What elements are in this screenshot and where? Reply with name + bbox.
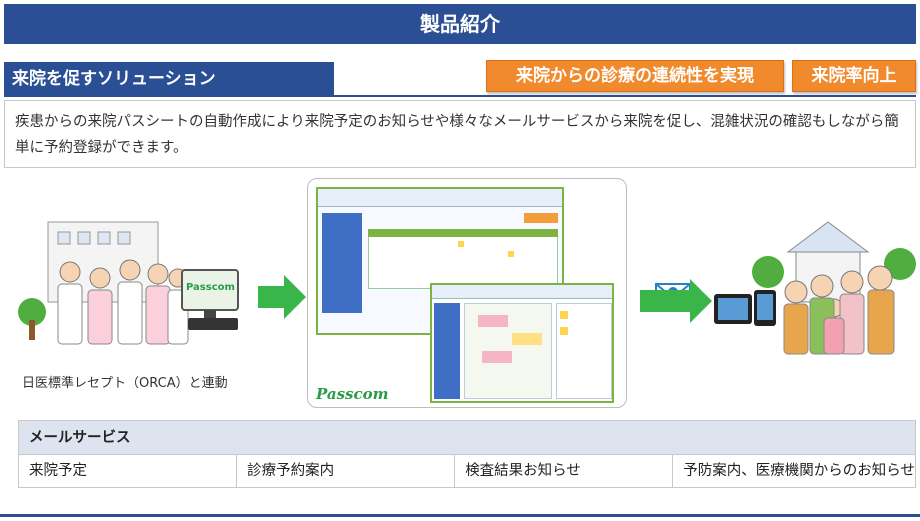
clinic-caption: 日医標準レセプト（ORCA）と連動 <box>22 376 228 391</box>
mail-item-prevention-notice: 予防案内、医療機関からのお知らせ <box>683 463 915 479</box>
hospital-staff-illustration <box>18 221 189 345</box>
page-title: 製品紹介 <box>4 4 916 44</box>
description-box: 疾患からの来院パスシートの自動作成により来院予定のお知らせや様々なメールサービス… <box>4 100 916 168</box>
passcom-logo: Passcom <box>316 385 389 403</box>
monitor-brand: Passcom <box>186 282 235 293</box>
mail-item-appointment-info: 診療予約案内 <box>237 455 456 487</box>
mail-service-table: メールサービス 来院予定 診療予約案内 検査結果お知らせ 予防案内、医療機関から… <box>18 420 916 488</box>
section-divider <box>4 95 916 97</box>
mail-service-heading: メールサービス <box>19 421 915 455</box>
family-house-illustration <box>752 221 916 355</box>
mail-item-test-results: 検査結果お知らせ <box>455 455 674 487</box>
bottom-divider <box>0 514 920 517</box>
product-screenshot: Passcom <box>307 178 627 408</box>
mail-service-row: 来院予定 診療予約案内 検査結果お知らせ 予防案内、医療機関からのお知らせ <box>19 455 915 487</box>
continuity-badge: 来院からの診療の連続性を実現 <box>486 60 784 92</box>
mail-item-visit-schedule: 来院予定 <box>19 455 238 487</box>
smartphone-icon <box>754 290 776 326</box>
tablet-icon <box>714 294 752 324</box>
calendar-screen <box>430 283 614 403</box>
section-title: 来院を促すソリューション <box>4 62 334 96</box>
computer-monitor-icon <box>181 269 239 330</box>
visit-rate-badge: 来院率向上 <box>792 60 916 92</box>
description-text: 疾患からの来院パスシートの自動作成により来院予定のお知らせや様々なメールサービス… <box>15 114 899 156</box>
